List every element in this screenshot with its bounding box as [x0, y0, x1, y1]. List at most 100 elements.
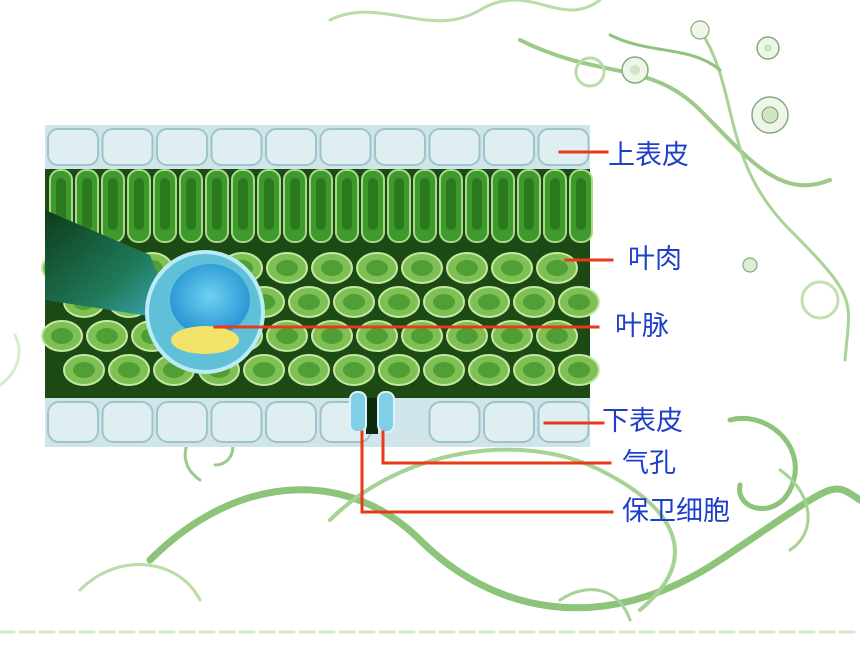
- epidermis-cell: [428, 401, 481, 443]
- epidermis-cell: [47, 128, 99, 166]
- vein-vessel: [45, 210, 175, 320]
- epidermis-cell: [156, 401, 208, 443]
- palisade-cell: [160, 178, 170, 230]
- spongy-cell: [118, 362, 140, 378]
- leader-lines: [213, 150, 614, 514]
- spongy-cell: [343, 362, 365, 378]
- spongy-cell: [276, 328, 298, 344]
- palisade-cell: [446, 178, 456, 230]
- palisade-cell: [316, 178, 326, 230]
- spongy-cell: [456, 328, 478, 344]
- spongy-cell: [478, 294, 500, 310]
- spongy-cell: [51, 328, 73, 344]
- epidermis-cell: [428, 128, 481, 166]
- vine-scroll-icon: [608, 33, 722, 72]
- spongy-cell: [411, 260, 433, 276]
- guard-cell: [349, 391, 367, 433]
- spongy-cell: [388, 362, 410, 378]
- spongy-cell: [501, 260, 523, 276]
- palisade-cell: [290, 178, 300, 230]
- palisade-cell: [368, 178, 378, 230]
- palisade-cell: [420, 178, 430, 230]
- epidermis-cell: [265, 401, 317, 443]
- palisade-cell: [342, 178, 352, 230]
- stoma-opening: [366, 398, 378, 434]
- spongy-cell: [478, 362, 500, 378]
- spongy-cell: [298, 294, 320, 310]
- epidermis-cell: [156, 128, 208, 166]
- spongy-cell: [433, 362, 455, 378]
- vine-scroll-icon: [518, 38, 832, 188]
- palisade-cell: [264, 178, 274, 230]
- spongy-cell: [366, 260, 388, 276]
- palisade-cell: [550, 178, 560, 230]
- vine-scroll-icon: [698, 28, 851, 362]
- vein-phloem: [171, 326, 239, 354]
- spongy-cell: [96, 328, 118, 344]
- flower-icon: [690, 20, 710, 40]
- vine-scroll-icon: [328, 0, 602, 23]
- epidermis-cell: [483, 128, 535, 166]
- epidermis-cell: [210, 401, 263, 443]
- spongy-cell: [298, 362, 320, 378]
- spongy-cell: [568, 362, 590, 378]
- flower-icon: [742, 257, 758, 273]
- guard-cell: [377, 391, 395, 433]
- spongy-cell: [546, 260, 568, 276]
- vine-scroll-icon: [146, 485, 860, 612]
- label-lower-epidermis: 下表皮: [602, 406, 683, 437]
- vine-scroll-icon: [328, 447, 677, 612]
- vine-scroll-icon: [78, 563, 202, 602]
- spongy-cell: [546, 328, 568, 344]
- palisade-cell: [186, 178, 196, 230]
- epidermis-cell: [319, 128, 372, 166]
- flower-icon: [621, 56, 649, 84]
- palisade-cell: [576, 178, 586, 230]
- spongy-cell: [253, 362, 275, 378]
- palisade-cell: [134, 178, 144, 230]
- palisade-cell: [524, 178, 534, 230]
- spongy-cell: [321, 328, 343, 344]
- epidermis-cell: [265, 128, 317, 166]
- vine-scroll-icon: [727, 416, 798, 511]
- epidermis-cell: [483, 401, 535, 443]
- palisade-cell: [498, 178, 508, 230]
- label-vein: 叶脉: [615, 311, 669, 342]
- vein-xylem: [170, 264, 250, 336]
- flower-decoration: [621, 20, 789, 273]
- vine-scroll-icon: [574, 56, 606, 88]
- spongy-cell: [568, 294, 590, 310]
- leader-guard-cells: [360, 430, 614, 514]
- leader-stoma: [381, 430, 612, 465]
- spongy-cell: [433, 294, 455, 310]
- flower-icon: [756, 36, 780, 60]
- label-upper-epidermis: 上表皮: [608, 140, 689, 171]
- spongy-cell: [321, 260, 343, 276]
- spongy-cell: [523, 362, 545, 378]
- vine-scroll-icon: [0, 333, 21, 387]
- vine-scroll-icon: [800, 280, 840, 320]
- spongy-cell: [523, 294, 545, 310]
- epidermis-cell: [210, 128, 263, 166]
- spongy-cell: [411, 328, 433, 344]
- spongy-cell: [276, 260, 298, 276]
- palisade-cell: [394, 178, 404, 230]
- flower-icon: [751, 96, 789, 134]
- palisade-cell: [212, 178, 222, 230]
- leaf-section-illustration: [41, 125, 600, 447]
- epidermis-cell: [101, 128, 154, 166]
- spongy-cell: [343, 294, 365, 310]
- spongy-cell: [456, 260, 478, 276]
- spongy-cell: [388, 294, 410, 310]
- epidermis-cell: [47, 401, 99, 443]
- vine-scroll-icon: [558, 588, 632, 622]
- epidermis-cell: [101, 401, 154, 443]
- label-mesophyll: 叶肉: [628, 244, 682, 275]
- epidermis-cell: [374, 128, 426, 166]
- spongy-cell: [366, 328, 388, 344]
- epidermis-cell: [537, 128, 590, 166]
- label-guard-cells: 保卫细胞: [622, 496, 730, 527]
- palisade-cell: [82, 178, 92, 230]
